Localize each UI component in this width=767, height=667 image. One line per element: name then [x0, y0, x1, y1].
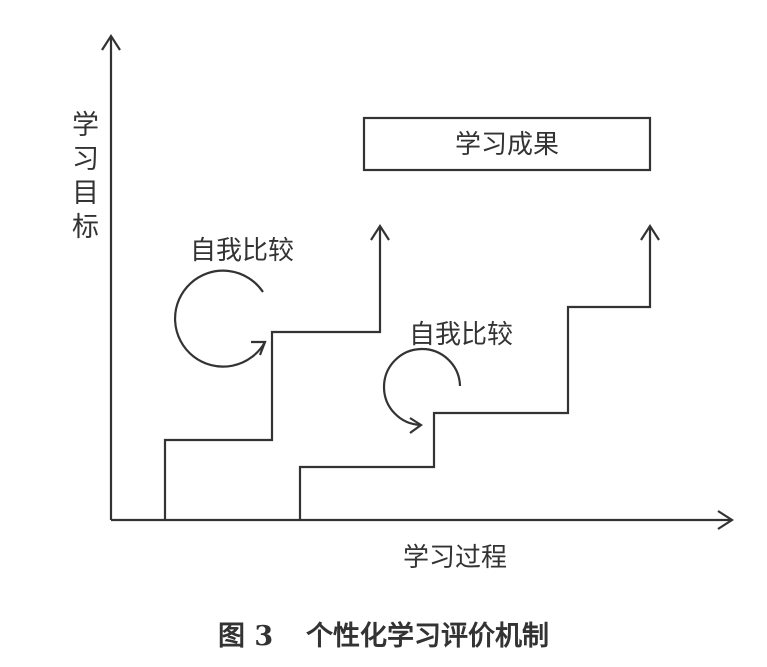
y-axis-arrowhead [101, 33, 121, 51]
y-axis-label-char-2: 习 [72, 144, 99, 175]
y-axis-label-char-1: 学 [72, 110, 99, 141]
staircase-right [298, 226, 652, 520]
y-axis-label: 学 习 目 标 [72, 110, 99, 243]
x-axis-arrowhead [717, 510, 735, 530]
outcome-box-label: 学习成果 [455, 130, 559, 160]
staircase-left [163, 226, 382, 520]
y-axis-label-char-3: 目 [72, 178, 99, 209]
staircase-left-arrowhead [370, 223, 390, 241]
self-compare-cycle-lower-arrowhead [409, 417, 423, 434]
self-compare-label-lower: 自我比较 [409, 320, 513, 350]
outcome-box [362, 116, 652, 172]
self-compare-label-upper: 自我比较 [190, 236, 294, 266]
caption-number: 图 3 [218, 621, 273, 652]
self-compare-cycle-lower [382, 347, 462, 427]
figure-caption: 图 3 个性化学习评价机制 [218, 620, 549, 652]
caption-title: 个性化学习评价机制 [306, 620, 549, 652]
y-axis-label-char-4: 标 [72, 212, 99, 243]
self-compare-cycle-upper-arrowhead [251, 340, 267, 356]
self-compare-cycle-upper [174, 269, 266, 368]
staircase-right-arrowhead [640, 223, 660, 241]
x-axis-label: 学习过程 [403, 543, 507, 573]
